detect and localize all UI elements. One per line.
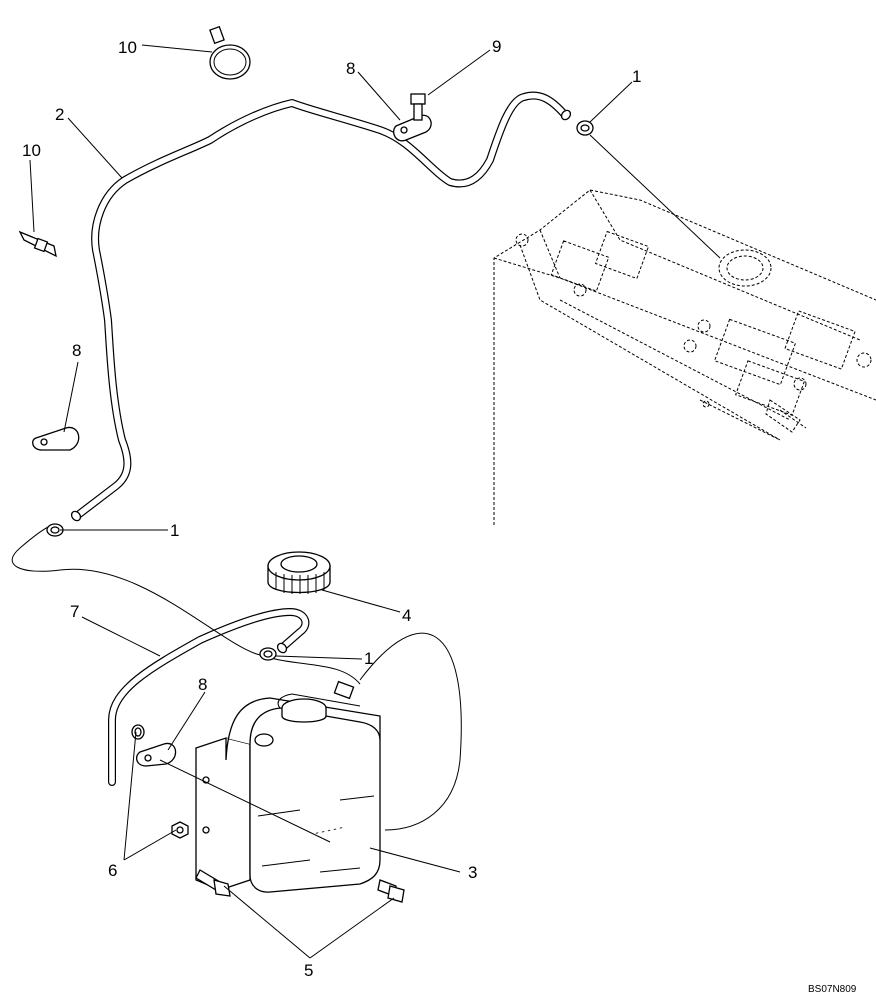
drawing-code: BS07N809 bbox=[808, 984, 857, 995]
callout-10-top: 10 bbox=[118, 38, 137, 57]
callout-8-top: 8 bbox=[346, 59, 355, 78]
bolt-5-right bbox=[377, 879, 405, 903]
callouts: 10 9 8 1 2 10 8 1 4 7 1 8 6 3 5 bbox=[22, 37, 641, 980]
callout-1-top: 1 bbox=[632, 67, 641, 86]
callout-5: 5 bbox=[304, 961, 313, 980]
callout-7: 7 bbox=[70, 602, 79, 621]
nut-6-lower bbox=[171, 821, 189, 839]
bolt-5-left bbox=[195, 869, 231, 897]
clamp-1-upper bbox=[576, 120, 594, 136]
clamp-1-lower bbox=[259, 647, 277, 661]
bolt-9 bbox=[410, 93, 426, 121]
hose-7 bbox=[108, 608, 310, 786]
radiator-assembly bbox=[493, 189, 876, 525]
band-clamp-10-top bbox=[209, 25, 251, 80]
reservoir-tank-3: - - - - - bbox=[195, 680, 381, 893]
callout-2: 2 bbox=[55, 105, 64, 124]
hose-2 bbox=[70, 91, 572, 522]
overflow-line bbox=[11, 524, 462, 831]
nut-6-upper bbox=[131, 724, 145, 740]
callout-8-left: 8 bbox=[72, 341, 81, 360]
callout-3: 3 bbox=[468, 863, 477, 882]
leader-lines bbox=[29, 44, 721, 959]
callout-1-lower: 1 bbox=[364, 649, 373, 668]
callout-4: 4 bbox=[402, 606, 411, 625]
band-clamp-10-left bbox=[18, 230, 57, 258]
callout-1-left: 1 bbox=[170, 521, 179, 540]
reservoir-cap-4 bbox=[267, 551, 331, 594]
callout-6: 6 bbox=[108, 861, 117, 880]
p-clip-8-top bbox=[392, 114, 432, 142]
callout-8-tank: 8 bbox=[198, 675, 207, 694]
callout-10-left: 10 bbox=[22, 141, 41, 160]
p-clip-8-left bbox=[31, 426, 80, 451]
callout-9: 9 bbox=[492, 37, 501, 56]
